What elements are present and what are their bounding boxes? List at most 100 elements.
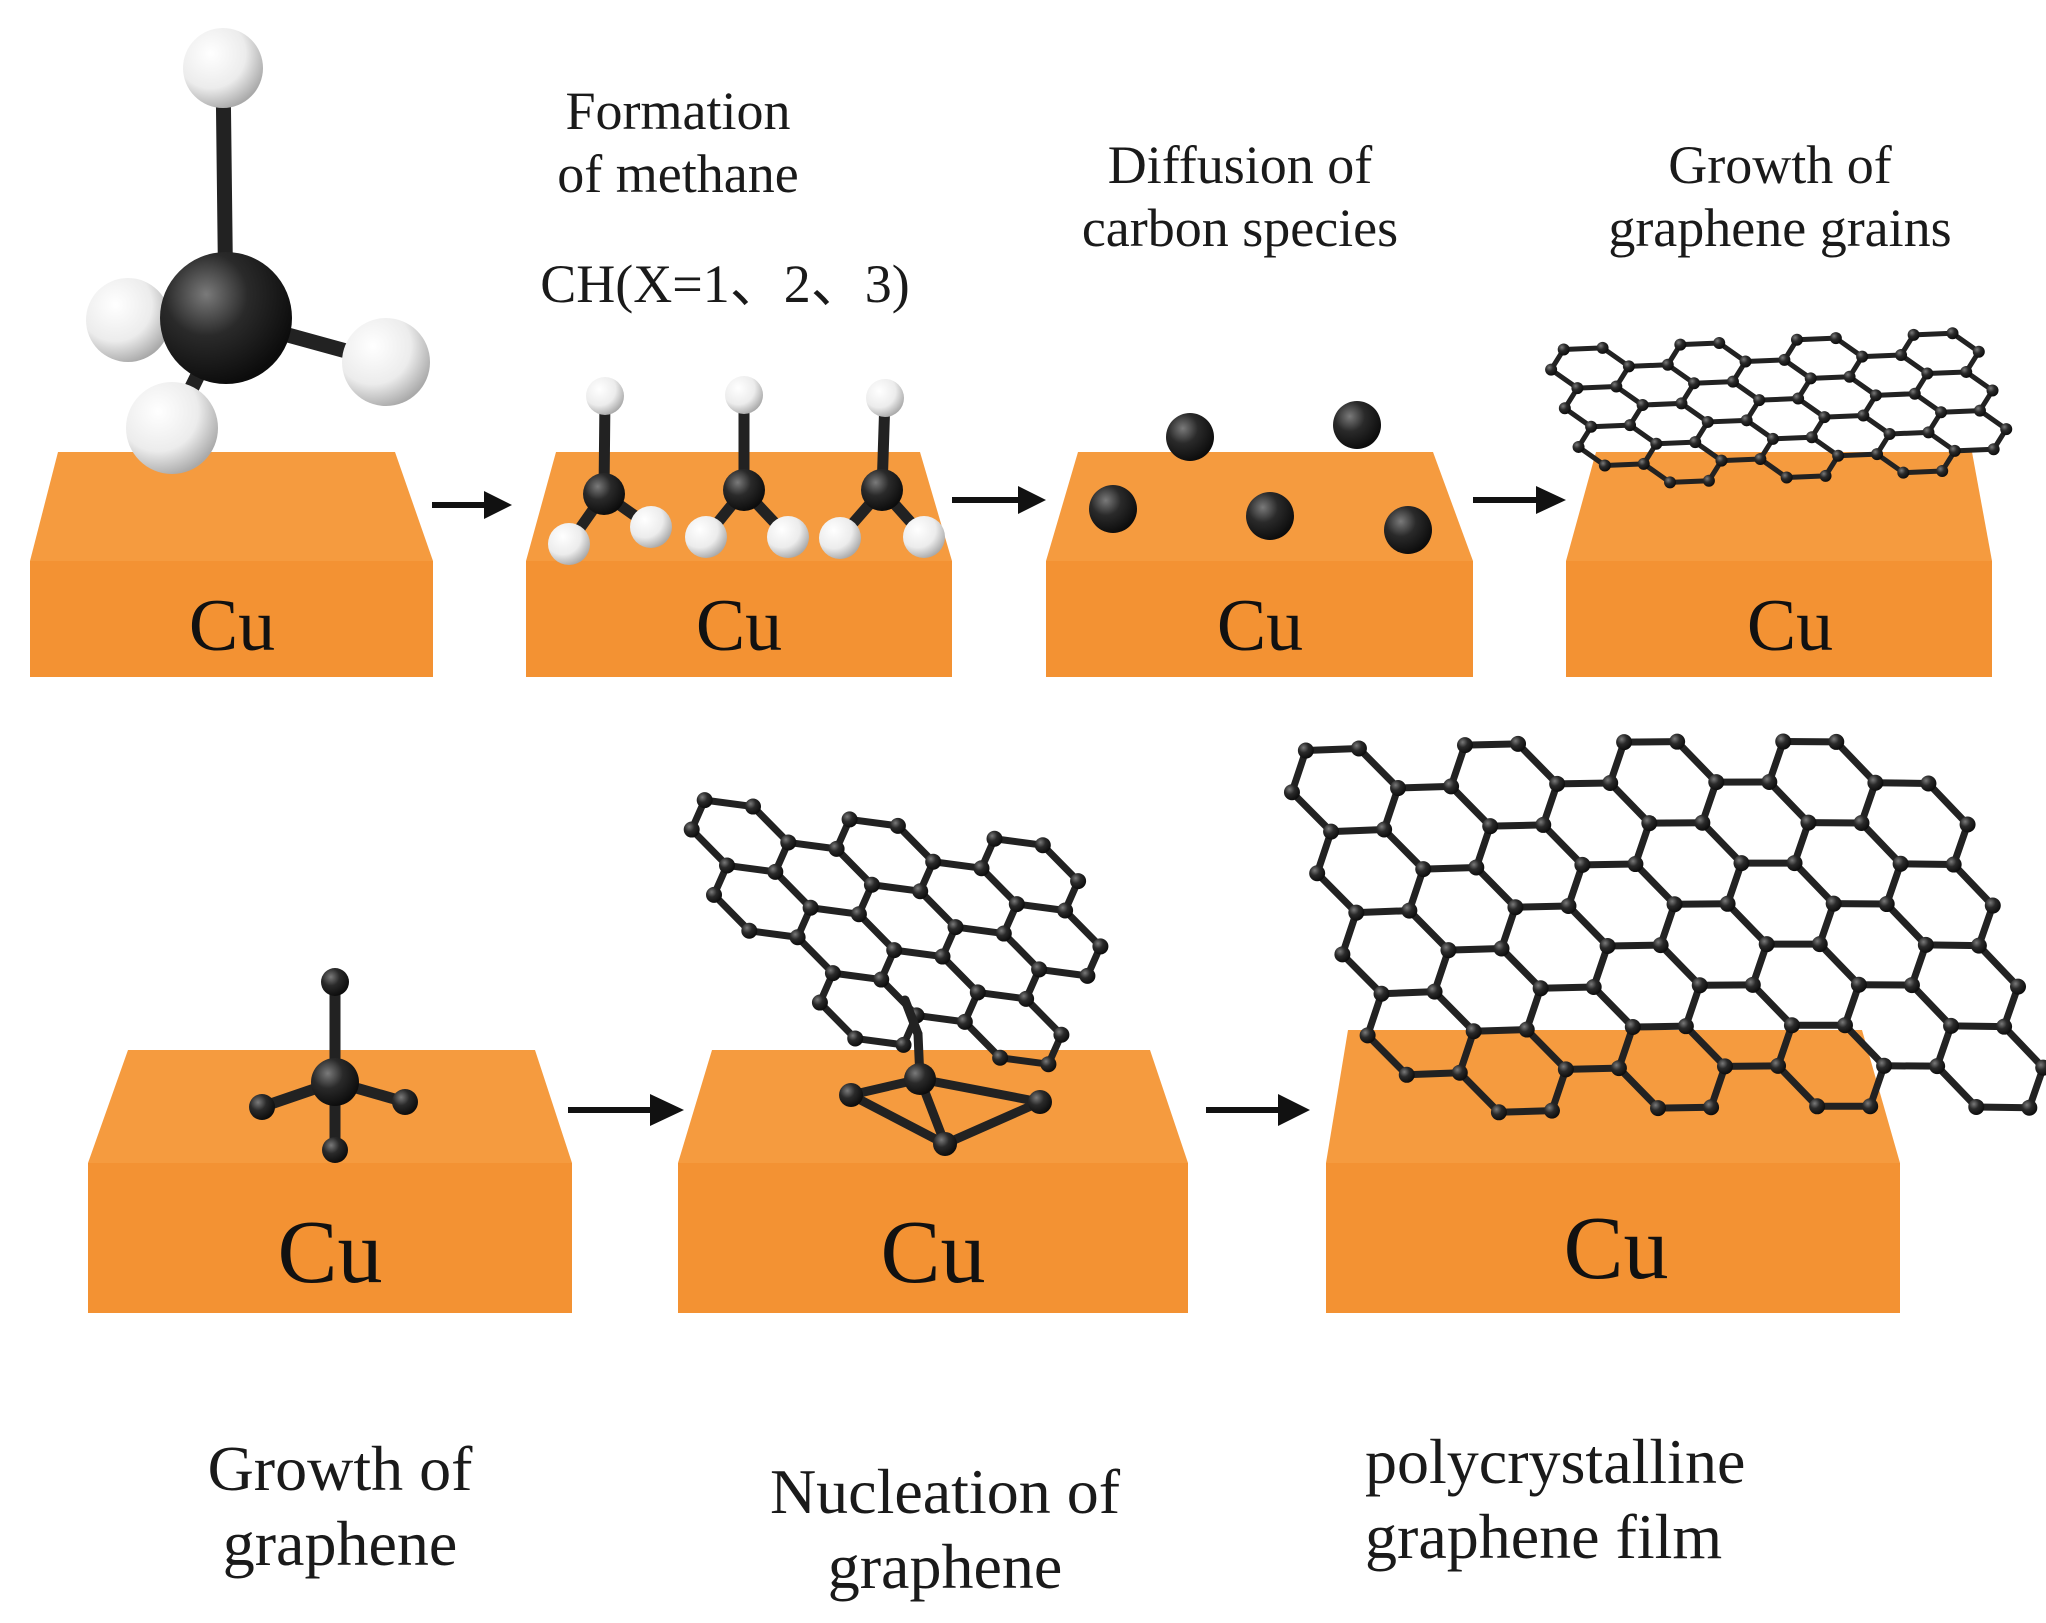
hydrogen-atom [725,376,763,414]
carbon-atom [1493,940,1510,957]
carbon-atom [1920,775,1937,792]
c-c-bond [1352,907,1413,917]
carbon-atom [1726,375,1739,388]
c-c-bond [1013,900,1069,915]
carbon-atom [1557,343,1570,356]
carbon-atom [1878,896,1895,913]
c-c-bond [1574,384,1619,391]
carbon-atom [1401,902,1418,919]
carbon-atom [1309,865,1326,882]
carbon-atom [1716,1058,1733,1075]
carbon-atom [811,994,828,1011]
c-c-bond [1871,779,1932,787]
c-c-bond [1749,981,1796,1029]
carbon-atom [249,1094,275,1120]
c-c-bond [1841,1021,1888,1070]
c-c-bond [771,868,815,912]
carbon-atom [1973,404,1986,417]
carbon-atom [1689,436,1702,449]
hydrogen-atom [586,377,624,415]
carbon-atom [1744,976,1761,993]
c-c-bond [723,861,779,876]
carbon-atom [1532,980,1549,997]
arrow-5 [1206,1094,1310,1126]
c-c-bond [1631,860,1679,908]
carbon-atom [392,1089,418,1115]
carbon-atom [1677,1018,1694,1035]
carbon-atom [1908,387,1921,400]
c-c-bond [1380,826,1427,873]
carbon-atom [1804,372,1817,385]
carbon-atom [1753,394,1766,407]
carbon-atom [1702,474,1715,487]
carbon-atom [2021,1099,2038,1116]
substrate-1: Cu [30,452,433,677]
c-c-bond [1743,357,1787,365]
carbon-atom [1650,1100,1667,1117]
carbon-atom [1828,733,1845,750]
substrate-2-front [526,561,952,677]
carbon-atom [1246,492,1294,540]
carbon-atom [1465,1023,1482,1040]
carbon-atom [1862,1098,1879,1115]
c-c-bond [1770,434,1815,442]
carbon-atom [1766,432,1779,445]
carbon-atom [1624,1019,1641,1036]
carbon-atom [1482,818,1499,835]
carbon-atom [895,1036,912,1053]
carbon-atom [1968,1098,1985,1115]
carbon-atom [696,792,713,809]
hydrogen-atom [630,506,672,548]
c-c-bond [1718,456,1763,464]
c-c-bond [1922,941,1983,950]
carbon-atom [956,1013,973,1030]
carbon-atom [1627,856,1644,873]
carbon-atom [1761,774,1778,791]
c-c-bond [1338,950,1386,998]
c-c-bond [1887,429,1931,437]
bond [940,1097,1045,1149]
carbon-atom [1688,377,1701,390]
substrate-4: Cu [1566,452,1992,677]
label-film: polycrystalline graphene film [1365,1426,1746,1572]
c-c-bond [1604,941,1665,950]
carbon-atom [1031,961,1048,978]
carbon-atom [1641,815,1658,832]
carbon-atom [1867,774,1884,791]
substrate-7-label: Cu [1563,1199,1668,1298]
carbon-atom [1783,1017,1800,1034]
carbon-atom [1857,409,1870,422]
carbon-atom [1622,360,1635,373]
c-c-bond [1578,860,1639,869]
c-c-bond [1615,1064,1662,1112]
carbon-atom [2000,423,2013,436]
carbon-atom [1557,1061,1574,1078]
carbon-atom [863,876,880,893]
hydrogen-atom [548,523,590,565]
hydrogen-atom [183,28,263,108]
c-c-bond [952,923,1008,938]
carbon-atom [1323,823,1340,840]
arrow-4 [568,1094,684,1126]
carbon-atom [767,863,784,880]
carbon-atom [1079,967,1096,984]
c-c-bond [1691,379,1736,386]
c-c-bond [794,933,837,977]
c-c-bond [1677,340,1722,348]
c-c-bond [855,910,898,954]
carbon-atom [1811,936,1828,953]
c-c-bond [1626,362,1671,369]
chx-fragments [548,376,945,565]
bond [846,1090,950,1149]
c-c-bond [1539,821,1586,869]
methane-molecule [86,28,430,474]
carbon-atom [934,948,951,965]
carbon-atom [925,853,942,870]
c-c-bond [1791,859,1838,908]
carbon-atom [1987,443,2000,456]
carbon-atom [706,886,723,903]
carbon-atom [1871,448,1884,461]
label-nucleation: Nucleation of graphene [769,1456,1121,1602]
carbon-atom [1426,983,1443,1000]
carbon-atom [1283,784,1300,801]
